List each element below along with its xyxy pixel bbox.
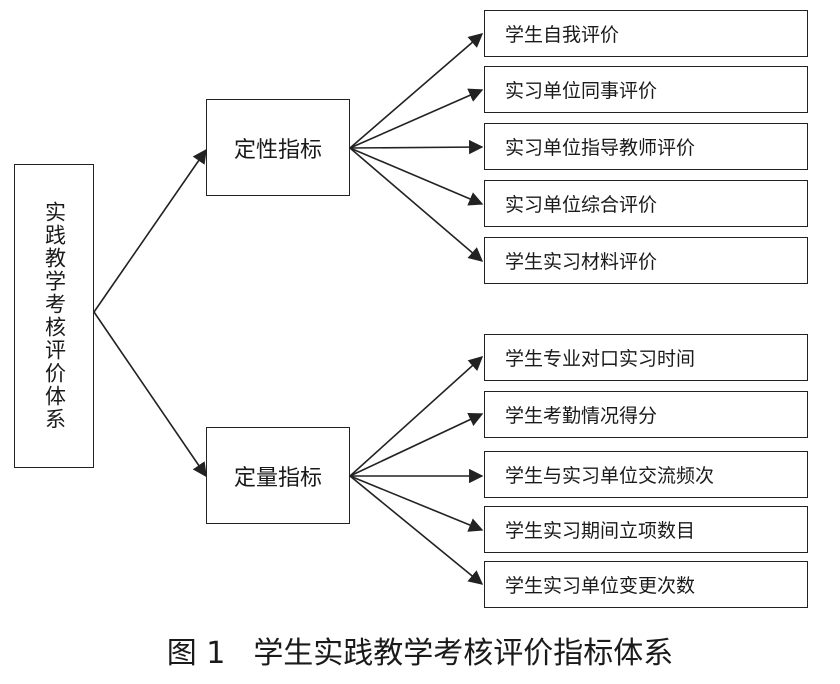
leaf-qualitative-1: 学生自我评价 [484,10,808,57]
quant-to-leaf-4-arrow [349,475,484,532]
leaf-label: 实习单位综合评价 [505,194,658,216]
root-label: 实践教学考核评价体系 [42,201,67,431]
group-quantitative: 定量指标 [206,427,350,524]
leaf-label: 学生与实习单位交流频次 [505,465,715,487]
leaf-label: 学生自我评价 [505,24,620,46]
group-quantitative-label: 定量指标 [233,465,322,491]
qual-to-leaf-5-arrow [349,147,484,262]
qual-to-leaf-4-arrow [349,147,484,206]
quant-to-leaf-5-arrow [349,475,484,585]
leaf-qualitative-2: 实习单位同事评价 [484,66,808,113]
connector-lines [93,33,484,585]
leaf-quantitative-4: 学生实习期间立项数目 [484,506,808,553]
figure-number: 图 1 [166,636,226,671]
leaf-label: 实习单位同事评价 [505,80,658,102]
figure-title: 学生实践教学考核评价指标体系 [253,636,674,671]
leaf-qualitative-3: 实习单位指导教师评价 [484,123,808,170]
leaf-quantitative-1: 学生专业对口实习时间 [484,334,808,381]
leaf-label: 学生专业对口实习时间 [505,348,696,370]
figure-caption: 图 1 学生实践教学考核评价指标体系 [0,628,840,672]
leaf-label: 学生实习期间立项数目 [505,520,696,542]
leaf-qualitative-4: 实习单位综合评价 [484,180,808,227]
leaf-quantitative-2: 学生考勤情况得分 [484,391,808,438]
leaf-label: 学生实习材料评价 [505,251,658,273]
group-qualitative: 定性指标 [206,99,350,196]
leaf-label: 学生考勤情况得分 [505,405,658,427]
qual-to-leaf-3-arrow [349,139,484,155]
leaf-label: 学生实习单位变更次数 [505,575,696,597]
root-to-quantitative-arrow [93,311,207,478]
quant-to-leaf-2-arrow [349,412,484,477]
root-to-qualitative-arrow [93,148,207,313]
leaf-label: 实习单位指导教师评价 [505,137,696,159]
group-qualitative-label: 定性指标 [233,137,322,163]
qual-to-leaf-2-arrow [349,88,484,149]
quant-to-leaf-1-arrow [349,356,484,477]
leaf-quantitative-3: 学生与实习单位交流频次 [484,451,808,498]
leaf-qualitative-5: 学生实习材料评价 [484,237,808,284]
root-node: 实践教学考核评价体系 [14,164,94,468]
qual-to-leaf-1-arrow [349,33,484,149]
leaf-quantitative-5: 学生实习单位变更次数 [484,561,808,608]
